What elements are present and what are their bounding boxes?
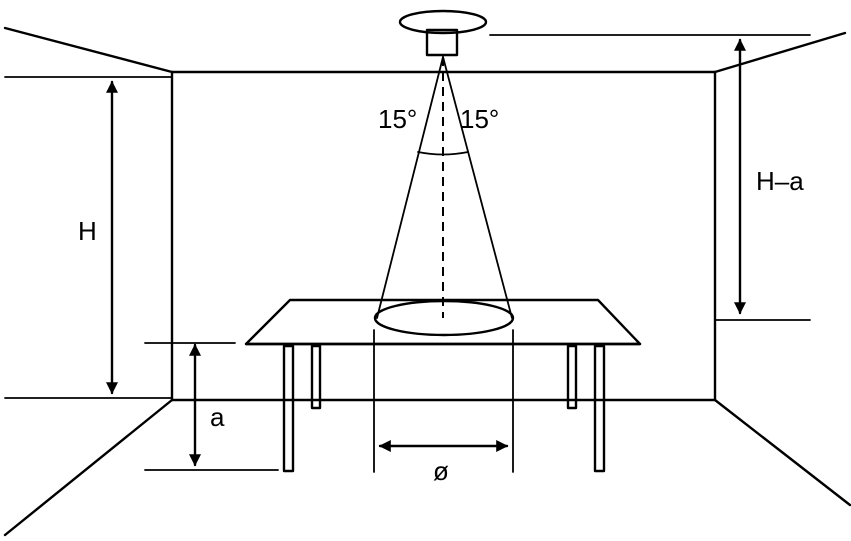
height-label: H bbox=[78, 216, 97, 246]
table-height-label: a bbox=[210, 402, 225, 432]
diameter-label: ø bbox=[433, 456, 449, 486]
room-walls bbox=[3, 26, 851, 537]
table bbox=[244, 298, 642, 473]
light-cone bbox=[373, 56, 515, 337]
angle-right-label: 15° bbox=[460, 104, 499, 134]
ceiling-lamp bbox=[398, 9, 488, 57]
dimension-lines bbox=[106, 38, 746, 473]
angle-left-label: 15° bbox=[378, 104, 417, 134]
height-minus-a-label: H–a bbox=[756, 166, 804, 196]
